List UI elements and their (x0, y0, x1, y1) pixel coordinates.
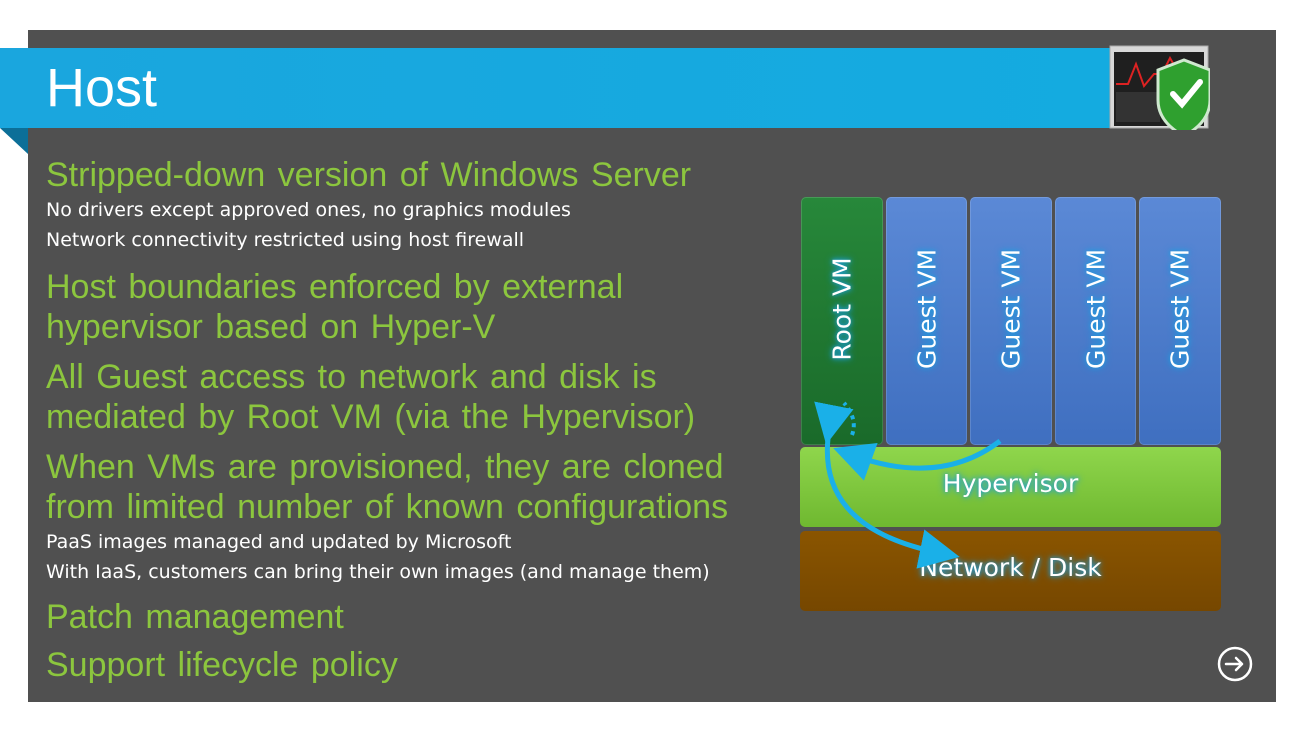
guest-vm-label: Guest VM (912, 248, 941, 370)
title-tab (0, 48, 28, 128)
guest-vm-block: Guest VM (970, 197, 1052, 445)
security-shield-check-icon (1109, 45, 1210, 130)
bullet-4: When VMs are provisioned, they are clone… (46, 448, 729, 526)
bullet-1: Stripped-down version of Windows Server (46, 156, 692, 194)
root-vm-block: Root VM (801, 197, 883, 445)
guest-vm-label: Guest VM (1165, 248, 1195, 370)
sub-bullet-3: PaaS images managed and updated by Micro… (46, 531, 512, 553)
bullet-6: Support lifecycle policy (46, 646, 398, 684)
sub-bullet-4: With IaaS, customers can bring their own… (46, 561, 710, 583)
hypervisor-layer: Hypervisor (800, 447, 1221, 527)
guest-vm-label: Guest VM (1081, 248, 1110, 370)
host-architecture-diagram: Root VM Guest VM Guest VM Guest VM Guest… (800, 197, 1225, 617)
guest-vm-block: Guest VM (886, 197, 967, 445)
next-arrow-circle-icon[interactable] (1216, 645, 1254, 683)
sub-bullet-2: Network connectivity restricted using ho… (46, 229, 525, 251)
root-vm-label: Root VM (827, 257, 857, 361)
guest-vm-block: Guest VM (1055, 197, 1136, 445)
guest-vm-block: Guest VM (1139, 197, 1221, 445)
title-bar (0, 48, 1110, 128)
sub-bullet-1: No drivers except approved ones, no grap… (46, 199, 571, 221)
slide-title: Host (46, 58, 158, 118)
bullet-list: Stripped-down version of Windows Server … (46, 155, 786, 685)
network-disk-label: Network / Disk (919, 553, 1102, 582)
bullet-5: Patch management (46, 598, 344, 636)
network-disk-layer: Network / Disk (800, 531, 1221, 611)
title-fold (0, 128, 28, 154)
bullet-2: Host boundaries enforced by external hyp… (46, 268, 624, 346)
guest-vm-label: Guest VM (996, 248, 1026, 370)
bullet-3: All Guest access to network and disk is … (46, 358, 696, 436)
hypervisor-label: Hypervisor (942, 469, 1079, 498)
